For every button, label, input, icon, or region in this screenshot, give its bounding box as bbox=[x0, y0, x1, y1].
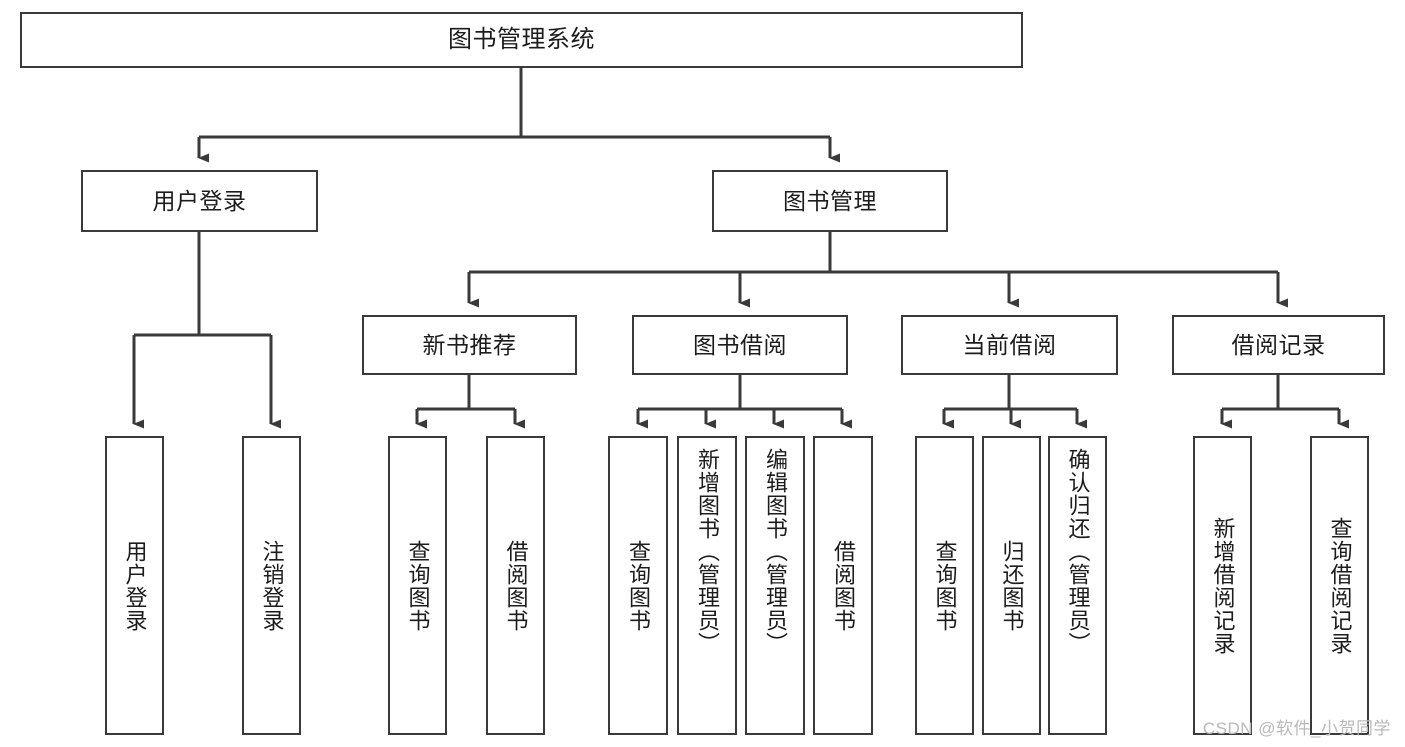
node-label: 新增图书（管理员） bbox=[694, 448, 720, 655]
leaf-current-borrow-confirm-return-admin[interactable]: 确认归还（管理员） bbox=[1048, 436, 1107, 735]
leaf-book-borrow-add-book-admin[interactable]: 新增图书（管理员） bbox=[677, 436, 737, 735]
leaf-new-book-query-book[interactable]: 查询图书 bbox=[388, 436, 447, 735]
leaf-borrow-record-add-record[interactable]: 新增借阅记录 bbox=[1193, 436, 1252, 735]
node-label: 编辑图书（管理员） bbox=[762, 448, 788, 655]
node-label: 用户登录 bbox=[152, 187, 247, 214]
leaf-user-login-logout[interactable]: 注销登录 bbox=[242, 436, 301, 735]
node-book-management[interactable]: 图书管理 bbox=[712, 170, 948, 232]
node-book-borrow[interactable]: 图书借阅 bbox=[632, 315, 848, 375]
node-label: 当前借阅 bbox=[962, 331, 1057, 358]
node-label: 确认归还（管理员） bbox=[1065, 448, 1091, 655]
node-label: 借阅图书 bbox=[503, 539, 529, 632]
node-label: 注销登录 bbox=[259, 539, 285, 632]
node-label: 查询图书 bbox=[932, 539, 958, 632]
node-label: 查询借阅记录 bbox=[1327, 516, 1353, 655]
node-label: 借阅图书 bbox=[830, 539, 856, 632]
node-label: 归还图书 bbox=[999, 539, 1025, 632]
leaf-borrow-record-query-record[interactable]: 查询借阅记录 bbox=[1310, 436, 1369, 735]
csdn-watermark: CSDN @软件_小贺同学 bbox=[1202, 719, 1391, 738]
leaf-book-borrow-edit-book-admin[interactable]: 编辑图书（管理员） bbox=[745, 436, 805, 735]
node-label: 借阅记录 bbox=[1231, 331, 1326, 358]
node-label: 用户登录 bbox=[122, 539, 148, 632]
node-root-book-management-system[interactable]: 图书管理系统 bbox=[20, 12, 1023, 68]
leaf-user-login-login[interactable]: 用户登录 bbox=[105, 436, 164, 735]
node-label: 图书管理 bbox=[783, 187, 877, 214]
leaf-current-borrow-return-book[interactable]: 归还图书 bbox=[982, 436, 1041, 735]
node-current-borrow[interactable]: 当前借阅 bbox=[901, 315, 1118, 375]
node-borrow-record[interactable]: 借阅记录 bbox=[1172, 315, 1385, 375]
node-label: 图书借阅 bbox=[693, 331, 787, 358]
node-new-book-recommend[interactable]: 新书推荐 bbox=[362, 315, 577, 375]
leaf-new-book-borrow-book[interactable]: 借阅图书 bbox=[486, 436, 545, 735]
node-label: 查询图书 bbox=[405, 539, 431, 632]
node-label: 图书管理系统 bbox=[448, 26, 595, 54]
leaf-current-borrow-query-book[interactable]: 查询图书 bbox=[915, 436, 974, 735]
node-label: 查询图书 bbox=[625, 539, 651, 632]
node-label: 新书推荐 bbox=[422, 331, 517, 358]
leaf-book-borrow-borrow-book[interactable]: 借阅图书 bbox=[813, 436, 873, 735]
node-label: 新增借阅记录 bbox=[1210, 516, 1236, 655]
leaf-book-borrow-query-book[interactable]: 查询图书 bbox=[608, 436, 668, 735]
node-user-login[interactable]: 用户登录 bbox=[81, 170, 318, 232]
